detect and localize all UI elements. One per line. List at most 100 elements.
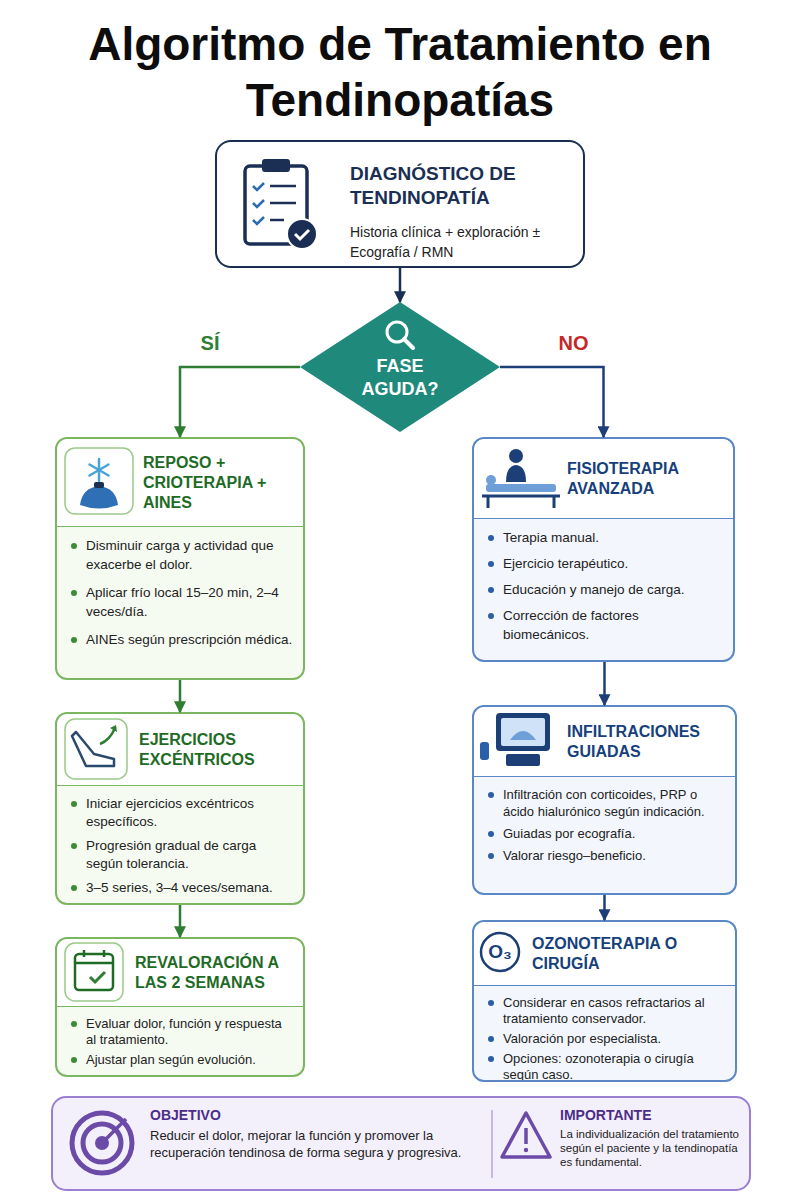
- decision-diamond: FASE AGUDA?: [300, 302, 500, 432]
- snowflake-icon: [90, 459, 109, 481]
- flow-arrow: [603, 895, 606, 920]
- process-box: EJERCICIOS EXCÉNTRICOS Iniciar ejercicios…: [55, 712, 305, 905]
- card-heading: INFILTRACIONES GUIADAS: [567, 722, 727, 762]
- bullet-row: Valorar riesgo–beneficio.: [488, 847, 725, 864]
- list-line: [270, 185, 296, 188]
- calendar-bar: [75, 962, 113, 965]
- card-body: Terapia manual. Ejercicio terapéutico. Edu…: [474, 519, 733, 657]
- bullet-dot: [71, 1057, 77, 1063]
- note-text: Reducir el dolor, mejorar la función y p…: [150, 1127, 480, 1161]
- diamond-outline: [300, 302, 500, 432]
- icon-frame: [65, 719, 127, 779]
- start-box: DIAGNÓSTICO DE TENDINOPATÍA Historia clín…: [215, 140, 585, 268]
- card-heading: REPOSO + CRIOTERAPIA + AINES: [143, 453, 295, 513]
- snowflake-arm: [90, 465, 109, 476]
- flow-arrow: [399, 268, 402, 302]
- card-heading: FISIOTERAPIA AVANZADA: [567, 459, 725, 499]
- bullet-text: Terapia manual.: [503, 528, 599, 547]
- bullet-dot: [71, 590, 77, 596]
- table-top: [482, 495, 560, 498]
- bullet-text: Guiadas por ecografía.: [503, 825, 635, 842]
- bullet-row: Educación y manejo de carga.: [488, 580, 723, 599]
- flow-arrow: [603, 662, 606, 705]
- bullet-row: Aplicar frío local 15–20 min, 2–4 veces/…: [71, 583, 293, 621]
- bullet-row: Considerar en casos refractarios al trat…: [488, 995, 725, 1027]
- bullet-row: AINEs según prescripción médica.: [71, 630, 293, 649]
- magnifier-icon: [387, 322, 407, 342]
- note-box: IMPORTANTELa individualización del trata…: [560, 1106, 746, 1188]
- flow-arrow: [180, 367, 300, 437]
- patient-head: [486, 475, 496, 485]
- card-heading: EJERCICIOS EXCÉNTRICOS: [139, 730, 295, 770]
- bullet-row: Valoración por especialista.: [488, 1031, 725, 1047]
- card-header: REPOSO + CRIOTERAPIA + AINES: [57, 439, 303, 527]
- bullet-text: AINEs según prescripción médica.: [86, 630, 292, 649]
- therapist-body: [506, 465, 526, 482]
- bullet-dot: [488, 831, 494, 837]
- snowflake-arm: [98, 459, 101, 481]
- bullet-row: Evaluar dolor, función y respuesta al tr…: [71, 1016, 293, 1048]
- list-line: [270, 219, 284, 222]
- bullet-text: Ejercicio terapéutico.: [503, 554, 628, 573]
- bullet-dot: [71, 543, 77, 549]
- connector-group: [180, 268, 605, 937]
- card-body: Iniciar ejercicios excéntricos específic…: [57, 786, 303, 905]
- bullet-dot: [488, 792, 494, 798]
- note-box: OBJETIVOReducir el dolor, mejorar la fun…: [150, 1106, 480, 1186]
- check-mark: [253, 217, 264, 224]
- summary-band: [52, 1097, 750, 1190]
- card-header: REVALORACIÓN A LAS 2 SEMANAS: [57, 939, 303, 1007]
- bullet-row: Ajustar plan según evolución.: [71, 1052, 293, 1068]
- check-badge: [287, 219, 317, 249]
- ultrasound-probe: [480, 742, 489, 760]
- process-box: REPOSO + CRIOTERAPIA + AINES Disminuir ca…: [55, 437, 305, 680]
- icon-frame: [65, 448, 133, 514]
- card-body: Disminuir carga y actividad que exacerbe…: [57, 527, 303, 664]
- bullet-text: Disminuir carga y actividad que exacerbe…: [86, 536, 293, 574]
- box-text: Historia clínica + exploración ± Ecograf…: [350, 222, 571, 262]
- flow-arrow: [179, 905, 182, 937]
- check-mark: [253, 200, 264, 207]
- decision-text: FASE AGUDA?: [345, 355, 455, 401]
- bullet-row: Disminuir carga y actividad que exacerbe…: [71, 536, 293, 574]
- flow-arrow: [179, 680, 182, 712]
- box-heading: DIAGNÓSTICO DE TENDINOPATÍA: [350, 162, 571, 210]
- warning-mark: [524, 1128, 528, 1144]
- calendar-icon: [75, 954, 113, 990]
- ultrasound-screen: [501, 718, 545, 746]
- ice-bag-cap: [94, 482, 104, 488]
- bullet-row: Infiltración con corticoides, PRP o ácid…: [488, 786, 725, 820]
- bullet-text: Evaluar dolor, función y respuesta al tr…: [86, 1016, 293, 1048]
- bullet-text: Corrección de factores biomecánicos.: [503, 606, 723, 644]
- calendar-ring: [83, 950, 86, 957]
- bullet-text: Educación y manejo de carga.: [503, 580, 685, 599]
- ozone-icon: [481, 933, 519, 971]
- ultrasound-base: [506, 754, 540, 766]
- magnifier-handle: [404, 339, 413, 348]
- progress-arrow: [100, 728, 115, 744]
- process-box: INFILTRACIONES GUIADAS Infiltración con c…: [472, 705, 737, 895]
- card-header: OZONOTERAPIA O CIRUGÍA: [474, 922, 735, 986]
- bullet-dot: [488, 535, 494, 541]
- bullet-text: Aplicar frío local 15–20 min, 2–4 veces/…: [86, 583, 293, 621]
- bullet-dot: [71, 637, 77, 643]
- list-line: [270, 202, 296, 205]
- card-body: Infiltración con corticoides, PRP o ácid…: [474, 777, 735, 875]
- bullet-dot: [488, 1036, 494, 1042]
- warning-icon: [502, 1113, 550, 1157]
- bullet-dot: [488, 1056, 494, 1062]
- check-mark: [253, 183, 264, 190]
- target-center: [95, 1136, 109, 1150]
- calendar-ring: [103, 950, 106, 957]
- card-header: FISIOTERAPIA AVANZADA: [474, 439, 733, 519]
- process-box: FISIOTERAPIA AVANZADA Terapia manual. Ejer…: [472, 437, 735, 662]
- bullet-text: Iniciar ejercicios excéntricos específic…: [86, 795, 293, 831]
- card-body: Evaluar dolor, función y respuesta al tr…: [57, 1007, 303, 1077]
- patient-body: [486, 484, 556, 492]
- band-divider: [491, 1110, 493, 1178]
- table-leg: [553, 496, 556, 508]
- target-arrow: [102, 1119, 126, 1143]
- bullet-dot: [488, 561, 494, 567]
